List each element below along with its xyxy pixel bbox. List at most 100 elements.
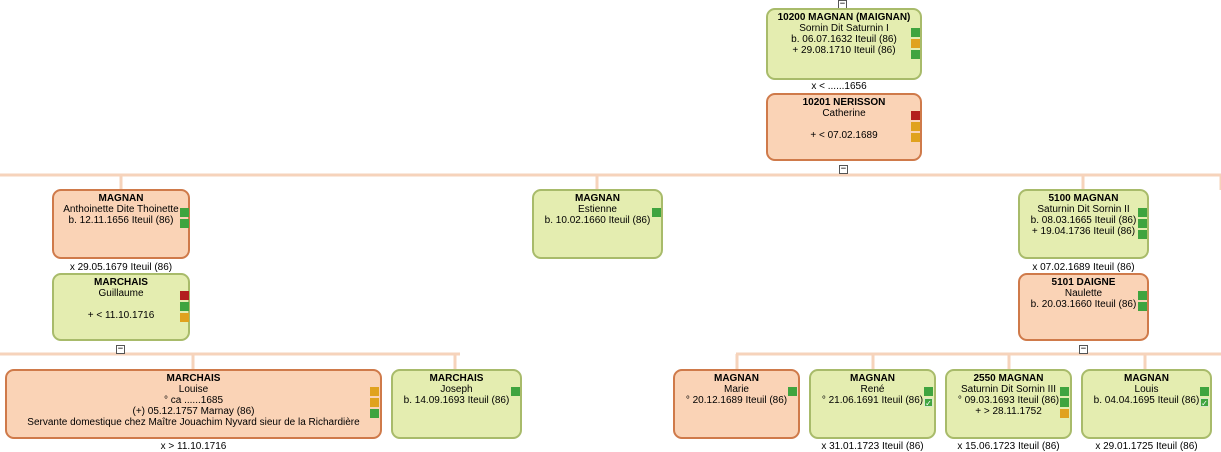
person-birth: b. 06.07.1632 Iteuil (86) xyxy=(791,34,897,45)
person-name: MAGNAN xyxy=(98,193,144,204)
status-green-icon xyxy=(180,208,189,217)
status-green-icon xyxy=(511,387,520,396)
status-orange-icon xyxy=(911,133,920,142)
person-birth xyxy=(54,299,188,310)
person-given-name: Joseph xyxy=(440,384,473,395)
status-green-icon xyxy=(911,28,920,37)
person-given-name: Louise xyxy=(178,384,209,395)
status-green-icon xyxy=(1060,387,1069,396)
status-green-icon xyxy=(1200,387,1209,396)
status-green-icon xyxy=(370,409,379,418)
status-green-icon xyxy=(924,387,933,396)
person-birth xyxy=(768,119,920,130)
status-green-icon xyxy=(180,219,189,228)
person-death: + 19.04.1736 Iteuil (86) xyxy=(1031,226,1136,237)
collapse-toggle-10201[interactable]: − xyxy=(839,164,848,174)
person-birth: b. 10.02.1660 Iteuil (86) xyxy=(544,215,651,226)
person-birth: b. 14.09.1693 Iteuil (86) xyxy=(403,395,510,406)
person-birth: b. 12.11.1656 Iteuil (86) xyxy=(68,215,174,226)
person-card-10201-nerisson[interactable]: 10201 NERISSON Catherine + < 07.02.1689 xyxy=(766,93,922,161)
person-name: 2550 MAGNAN xyxy=(973,373,1044,384)
person-card-2550-magnan[interactable]: 2550 MAGNAN Saturnin Dit Sornin III ° 09… xyxy=(945,369,1072,439)
person-death: + 29.08.1710 Iteuil (86) xyxy=(792,45,896,56)
person-name: MARCHAIS xyxy=(94,277,148,288)
status-green-icon xyxy=(180,302,189,311)
person-name: 5100 MAGNAN xyxy=(1048,193,1119,204)
person-given-name: Estienne xyxy=(578,204,617,215)
status-orange-icon xyxy=(180,313,189,322)
person-given-name: Anthoinette Dite Thoinette xyxy=(63,204,179,215)
status-orange-icon xyxy=(911,39,920,48)
person-name: MARCHAIS xyxy=(429,373,484,384)
marriage-label-louis: x 29.01.1725 Iteuil (86) xyxy=(1095,441,1198,452)
person-name: MAGNAN xyxy=(575,193,620,204)
person-birth: ° ca ......1685 xyxy=(163,395,224,406)
person-death: + < 07.02.1689 xyxy=(810,130,878,141)
status-orange-icon xyxy=(1060,409,1069,418)
status-green-icon xyxy=(1138,291,1147,300)
person-death: + > 28.11.1752 xyxy=(975,406,1042,417)
person-birth: ° 20.12.1689 Iteuil (86) xyxy=(685,395,788,406)
checkmark-icon: ✓ xyxy=(924,398,933,408)
marriage-label-2550: x 15.06.1723 Iteuil (86) xyxy=(957,441,1060,452)
status-green-icon xyxy=(1060,398,1069,407)
person-name: 10200 MAGNAN (MAIGNAN) xyxy=(777,12,911,23)
person-name: 5101 DAIGNE xyxy=(1051,277,1116,288)
person-given-name: Naulette xyxy=(1064,288,1103,299)
person-death: (+) 05.12.1757 Marnay (86) xyxy=(132,406,255,417)
marriage-label-top: x < ......1656 xyxy=(811,81,867,92)
status-green-icon xyxy=(652,208,661,217)
marriage-label-louise: x > 11.10.1716 xyxy=(160,441,227,452)
status-orange-icon xyxy=(911,122,920,131)
person-card-estienne-magnan[interactable]: MAGNAN Estienne b. 10.02.1660 Iteuil (86… xyxy=(532,189,663,259)
person-birth: ° 09.03.1693 Iteuil (86) xyxy=(957,395,1060,406)
person-given-name: Marie xyxy=(723,384,749,395)
marriage-label-anthoinette: x 29.05.1679 Iteuil (86) xyxy=(69,262,173,273)
person-given-name: Louis xyxy=(1134,384,1159,395)
status-green-icon xyxy=(788,387,797,396)
person-given-name: Saturnin Dit Sornin III xyxy=(960,384,1057,395)
status-red-icon xyxy=(180,291,189,300)
status-orange-icon xyxy=(370,387,379,396)
person-given-name: Sornin Dit Saturnin I xyxy=(799,23,889,34)
person-given-name: René xyxy=(860,384,885,395)
checkmark-icon: ✓ xyxy=(1200,398,1209,408)
person-name: MARCHAIS xyxy=(166,373,221,384)
person-name: MAGNAN xyxy=(714,373,759,384)
person-card-rene-magnan[interactable]: MAGNAN René ° 21.06.1691 Iteuil (86) xyxy=(809,369,936,439)
person-card-guillaume-marchais[interactable]: MARCHAIS Guillaume + < 11.10.1716 xyxy=(52,273,190,341)
person-birth: ° 21.06.1691 Iteuil (86) xyxy=(821,395,924,406)
collapse-toggle-guillaume[interactable]: − xyxy=(116,344,125,354)
person-card-marie-magnan[interactable]: MAGNAN Marie ° 20.12.1689 Iteuil (86) xyxy=(673,369,800,439)
person-card-louis-magnan[interactable]: MAGNAN Louis b. 04.04.1695 Iteuil (86) xyxy=(1081,369,1212,439)
person-card-5101-daigne[interactable]: 5101 DAIGNE Naulette b. 20.03.1660 Iteui… xyxy=(1018,273,1149,341)
person-death: + < 11.10.1716 xyxy=(87,310,155,321)
person-card-5100-magnan[interactable]: 5100 MAGNAN Saturnin Dit Sornin II b. 08… xyxy=(1018,189,1149,259)
status-green-icon xyxy=(1138,208,1147,217)
status-green-icon xyxy=(1138,219,1147,228)
person-birth: b. 04.04.1695 Iteuil (86) xyxy=(1093,395,1200,406)
person-given-name: Saturnin Dit Sornin II xyxy=(1037,204,1130,215)
person-birth: b. 20.03.1660 Iteuil (86) xyxy=(1030,299,1137,310)
person-name: MAGNAN xyxy=(850,373,895,384)
person-card-joseph-marchais[interactable]: MARCHAIS Joseph b. 14.09.1693 Iteuil (86… xyxy=(391,369,522,439)
person-birth: b. 08.03.1665 Iteuil (86) xyxy=(1030,215,1137,226)
person-name: MAGNAN xyxy=(1124,373,1169,384)
person-card-anthoinette-magnan[interactable]: MAGNAN Anthoinette Dite Thoinette b. 12.… xyxy=(52,189,190,259)
person-given-name: Guillaume xyxy=(98,288,144,299)
person-occupation: Servante domestique chez Maître Jouachim… xyxy=(27,417,360,428)
person-name: 10201 NERISSON xyxy=(802,97,886,108)
status-green-icon xyxy=(1138,230,1147,239)
status-green-icon xyxy=(911,50,920,59)
status-red-icon xyxy=(911,111,920,120)
marriage-label-5100: x 07.02.1689 Iteuil (86) xyxy=(1032,262,1135,273)
person-card-10200-magnan[interactable]: 10200 MAGNAN (MAIGNAN) Sornin Dit Saturn… xyxy=(766,8,922,80)
person-card-louise-marchais[interactable]: MARCHAIS Louise ° ca ......1685 (+) 05.1… xyxy=(5,369,382,439)
person-given-name: Catherine xyxy=(822,108,866,119)
collapse-toggle-5101[interactable]: − xyxy=(1079,344,1088,354)
status-green-icon xyxy=(1138,302,1147,311)
status-orange-icon xyxy=(370,398,379,407)
marriage-label-rene: x 31.01.1723 Iteuil (86) xyxy=(821,441,924,452)
